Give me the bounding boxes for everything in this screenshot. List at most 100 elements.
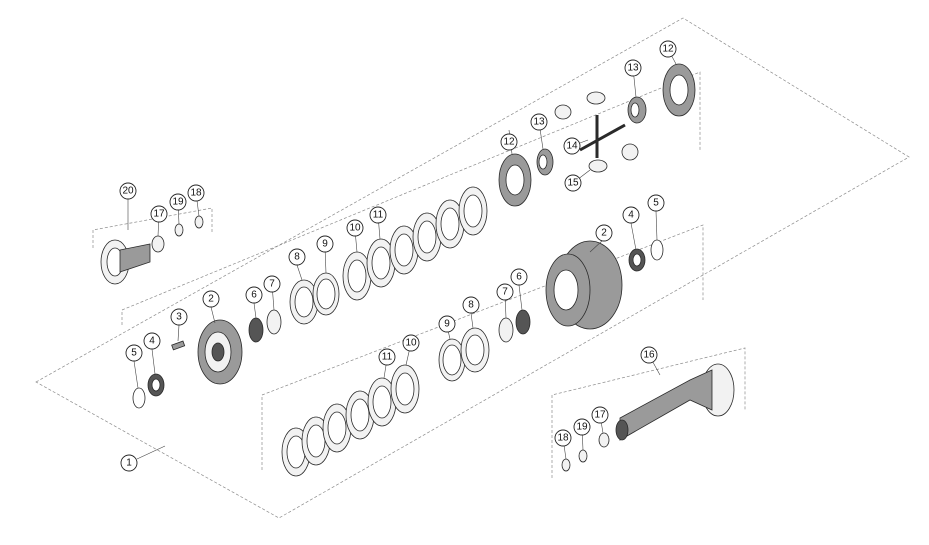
lower-group-bracket (261, 224, 704, 470)
callout-11-lower: 11 (378, 348, 396, 366)
seal-upper-part (312, 272, 340, 316)
callout-18-right: 18 (554, 429, 572, 447)
spider-gear-washer-part (588, 159, 608, 173)
svg-text:18: 18 (557, 433, 569, 444)
o-ring-upper-part (266, 309, 282, 335)
clutch-discs-upper (342, 186, 488, 301)
callout-13-right: 13 (624, 59, 642, 77)
callout-2-left: 2 (202, 290, 220, 308)
callout-10-upper: 10 (346, 219, 364, 237)
svg-text:16: 16 (643, 350, 655, 361)
o-ring-lower-part (498, 317, 514, 343)
circlip-right-part (561, 458, 571, 472)
svg-text:5: 5 (653, 198, 659, 209)
callout-13-left: 13 (530, 113, 548, 131)
callout-8-lower: 8 (462, 296, 480, 314)
callout-10-lower: 10 (402, 334, 420, 352)
svg-text:3: 3 (176, 312, 182, 323)
callout-11-upper: 11 (369, 206, 387, 224)
snap-ring-right-part (650, 239, 664, 261)
svg-text:10: 10 (349, 223, 361, 234)
callout-17-left: 17 (150, 205, 168, 223)
spider-cross-part (579, 115, 626, 158)
differential-housing-right-part (662, 63, 696, 117)
callout-19-right: 19 (573, 418, 591, 436)
callout-9-lower: 9 (438, 315, 456, 333)
svg-text:12: 12 (662, 44, 674, 55)
needle-bearing-left-part (147, 373, 165, 397)
output-shaft-part (615, 363, 735, 441)
svg-text:20: 20 (122, 186, 134, 197)
svg-text:1: 1 (126, 458, 132, 469)
assembly-frame-outline (35, 17, 910, 519)
svg-text:11: 11 (373, 210, 384, 221)
circlip-left-part (194, 215, 204, 229)
svg-text:5: 5 (131, 348, 137, 359)
output-group-bracket (551, 347, 746, 478)
svg-text:2: 2 (208, 294, 214, 305)
svg-text:6: 6 (516, 272, 522, 283)
svg-text:9: 9 (444, 319, 450, 330)
svg-text:15: 15 (567, 178, 579, 189)
callout-5-left: 5 (125, 344, 143, 362)
svg-text:7: 7 (502, 287, 508, 298)
callout-3: 3 (170, 308, 188, 326)
differential-housing-left-part (498, 153, 532, 207)
callout-17-right: 17 (591, 406, 609, 424)
o-ring-shaft-right-part (578, 449, 588, 463)
callout-8-upper: 8 (288, 248, 306, 266)
svg-text:9: 9 (322, 239, 328, 250)
side-gear-right-part (627, 96, 647, 124)
svg-text:19: 19 (576, 422, 588, 433)
svg-text:19: 19 (172, 197, 184, 208)
callout-14: 14 (563, 137, 581, 155)
svg-text:4: 4 (628, 210, 634, 221)
svg-text:6: 6 (251, 290, 257, 301)
svg-text:8: 8 (468, 300, 474, 311)
thrust-washer-upper-part (248, 317, 264, 343)
callout-12-right: 12 (659, 40, 677, 58)
callout-18-left: 18 (187, 184, 205, 202)
callout-16: 16 (640, 346, 658, 364)
svg-text:13: 13 (627, 63, 639, 74)
callout-7-upper: 7 (263, 275, 281, 293)
bushing-right-part (598, 432, 610, 448)
svg-text:17: 17 (594, 410, 606, 421)
callout-4-left: 4 (143, 332, 161, 350)
snap-ring-left-part (132, 387, 146, 409)
side-gear-left-part (536, 148, 554, 176)
spider-gear-top (586, 91, 606, 105)
svg-text:10: 10 (405, 338, 417, 349)
svg-text:12: 12 (503, 137, 515, 148)
needle-bearing-right-part (628, 248, 646, 272)
upper-group-bracket (121, 71, 701, 325)
svg-text:11: 11 (382, 352, 393, 363)
callout-15: 15 (564, 174, 582, 192)
callout-2-right: 2 (595, 224, 613, 242)
callout-20: 20 (119, 182, 137, 200)
flange-shaft-part (100, 235, 165, 285)
planetary-carrier-right-part (545, 240, 623, 330)
callout-1: 1 (120, 454, 138, 472)
flange-group-bracket (92, 207, 213, 248)
clutch-discs-lower (281, 364, 420, 477)
svg-text:17: 17 (153, 209, 165, 220)
callout-5-right: 5 (647, 194, 665, 212)
svg-text:7: 7 (269, 279, 275, 290)
callout-7-lower: 7 (496, 283, 514, 301)
svg-text:8: 8 (294, 252, 300, 263)
svg-text:18: 18 (190, 188, 202, 199)
callout-19-left: 19 (169, 193, 187, 211)
seal-lower-part (438, 338, 466, 382)
svg-text:2: 2 (601, 228, 607, 239)
pin-part (171, 340, 186, 351)
callout-4-right: 4 (622, 206, 640, 224)
svg-text:14: 14 (566, 141, 578, 152)
callout-6-upper: 6 (245, 286, 263, 304)
svg-text:13: 13 (533, 117, 545, 128)
callout-12-left: 12 (500, 133, 518, 151)
planetary-carrier-left-part (197, 319, 243, 385)
spider-gear-right (621, 143, 639, 161)
